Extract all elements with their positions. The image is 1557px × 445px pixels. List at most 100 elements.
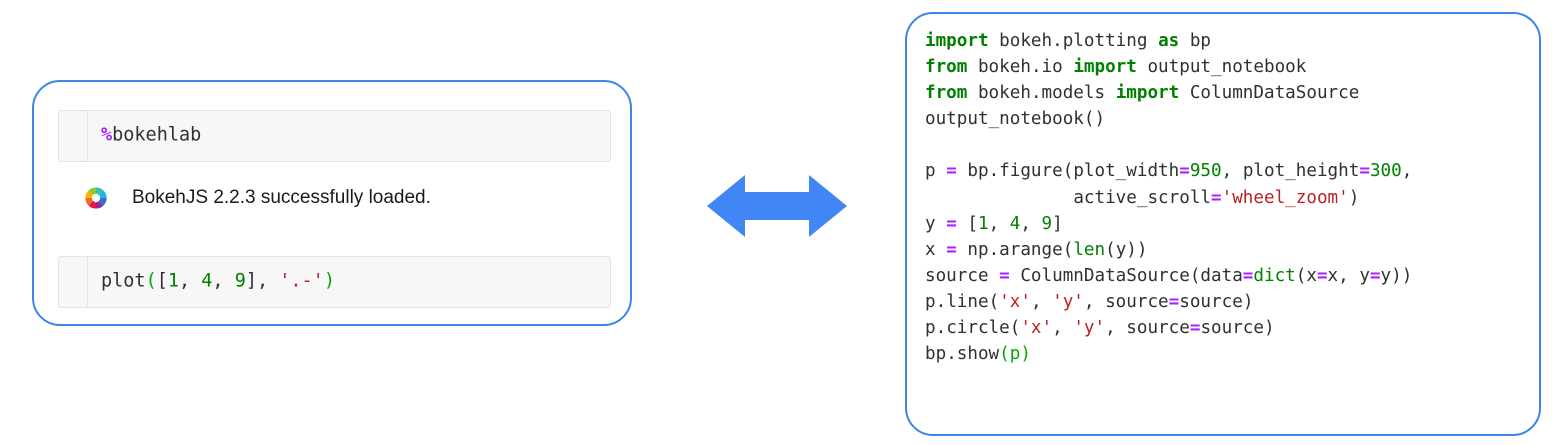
code-token: . [988, 161, 1000, 182]
code-token: 'y' [1052, 291, 1084, 312]
code-token: as [1158, 31, 1180, 51]
code-token: p [1009, 344, 1021, 365]
code-token [1063, 188, 1074, 208]
code-token: , [988, 213, 1000, 234]
code-token [957, 214, 968, 234]
code-token: . [1052, 31, 1063, 51]
code-token: 9 [1041, 213, 1053, 234]
bokehjs-loaded-message: BokehJS 2.2.3 successfully loaded. [132, 187, 431, 208]
code-token: ( [999, 344, 1010, 365]
code-token: 'x' [999, 291, 1031, 312]
code-token: data [1200, 265, 1243, 286]
code-token: bokeh [977, 57, 1031, 78]
code-token: circle [946, 318, 1010, 339]
code-line: bp.show(p) [925, 341, 1529, 367]
code-token: ColumnDataSource [1189, 83, 1360, 104]
code-token: ) [1348, 187, 1360, 208]
code-token: , [1083, 291, 1095, 312]
code-token: source [925, 265, 989, 286]
code-token: models [1041, 83, 1106, 104]
code-token: ( [988, 291, 1000, 312]
code-token [936, 240, 947, 260]
code-token: = [1179, 161, 1190, 182]
code-token: ) [323, 270, 335, 292]
code-token: . [946, 344, 957, 365]
code-token: ) [1401, 265, 1413, 286]
code-token [1116, 318, 1127, 338]
code-token [967, 188, 978, 208]
code-token [967, 83, 978, 103]
code-token: = [1316, 265, 1328, 286]
code-token: [ [967, 213, 978, 234]
code-line: from bokeh.models import ColumnDataSourc… [925, 80, 1529, 106]
code-token: ( [1105, 239, 1116, 260]
notebook-input-cell-plot[interactable]: plot([1, 4, 9], '.-') [58, 256, 611, 308]
code-token [1095, 292, 1106, 312]
code-token: = [1211, 187, 1222, 208]
code-token [989, 266, 1000, 286]
code-token: ) [1020, 344, 1031, 365]
code-token: . [1030, 57, 1042, 78]
code-token: x [925, 239, 936, 260]
code-line: p.circle('x', 'y', source=source) [925, 315, 1529, 341]
code-line: p = bp.figure(plot_width=950, plot_heigh… [925, 158, 1529, 184]
code-token: plotting [1062, 31, 1148, 51]
code-token [1052, 188, 1063, 208]
code-token [1042, 188, 1053, 208]
code-token: [ [156, 270, 168, 292]
code-token: bokeh [999, 31, 1053, 51]
code-token: = [946, 239, 957, 260]
cell-code-bokehlab: %bokehlab [101, 123, 201, 150]
code-token: ColumnDataSource [1020, 265, 1190, 286]
code-token: . [935, 291, 947, 312]
code-token: ) [1126, 239, 1137, 260]
code-token: = [946, 161, 957, 182]
code-token [1179, 83, 1190, 103]
code-token: plot_height [1242, 161, 1360, 182]
code-token: bp [967, 161, 989, 182]
code-token: bokeh [977, 83, 1031, 104]
code-token [989, 188, 1000, 208]
code-token: 1 [167, 270, 179, 292]
code-token: = [1369, 265, 1381, 286]
code-token: y [925, 213, 936, 234]
code-token: plot_width [1073, 161, 1180, 182]
code-token: ) [1242, 291, 1254, 312]
code-token: ) [1136, 239, 1148, 260]
code-token: , [1105, 318, 1116, 339]
code-token [936, 161, 947, 181]
code-token [925, 188, 936, 208]
code-token [1349, 266, 1360, 286]
code-token: bp [925, 344, 947, 365]
code-token [936, 214, 947, 234]
code-token: y [1359, 265, 1370, 286]
code-token: , [1020, 213, 1031, 234]
code-token [1147, 31, 1158, 51]
cell-gutter [59, 111, 88, 161]
code-line: y = [1, 4, 9] [925, 211, 1529, 237]
code-token: p [925, 291, 936, 312]
code-token: p [925, 161, 936, 182]
code-token: y [1380, 265, 1392, 286]
code-token: 4 [201, 270, 213, 292]
code-token [1020, 188, 1031, 208]
code-token: ], [245, 270, 280, 292]
code-token: = [1359, 161, 1370, 182]
code-token: 1 [977, 213, 989, 234]
code-token: , [1052, 318, 1063, 339]
code-token: ) [1391, 265, 1402, 286]
code-token: ) [1264, 318, 1275, 339]
notebook-input-cell-bokehlab[interactable]: %bokehlab [58, 110, 611, 162]
code-token: , [212, 270, 235, 292]
code-token: y [1115, 239, 1127, 260]
code-token: , [178, 270, 202, 292]
code-token: 300 [1369, 161, 1402, 182]
code-token [1179, 31, 1190, 51]
code-token: source [1200, 318, 1264, 339]
magic-command: bokehlab [112, 124, 202, 146]
code-token [1063, 318, 1074, 338]
code-token: 4 [1009, 213, 1021, 234]
code-token: x [1327, 265, 1339, 286]
code-token: line [946, 291, 989, 312]
